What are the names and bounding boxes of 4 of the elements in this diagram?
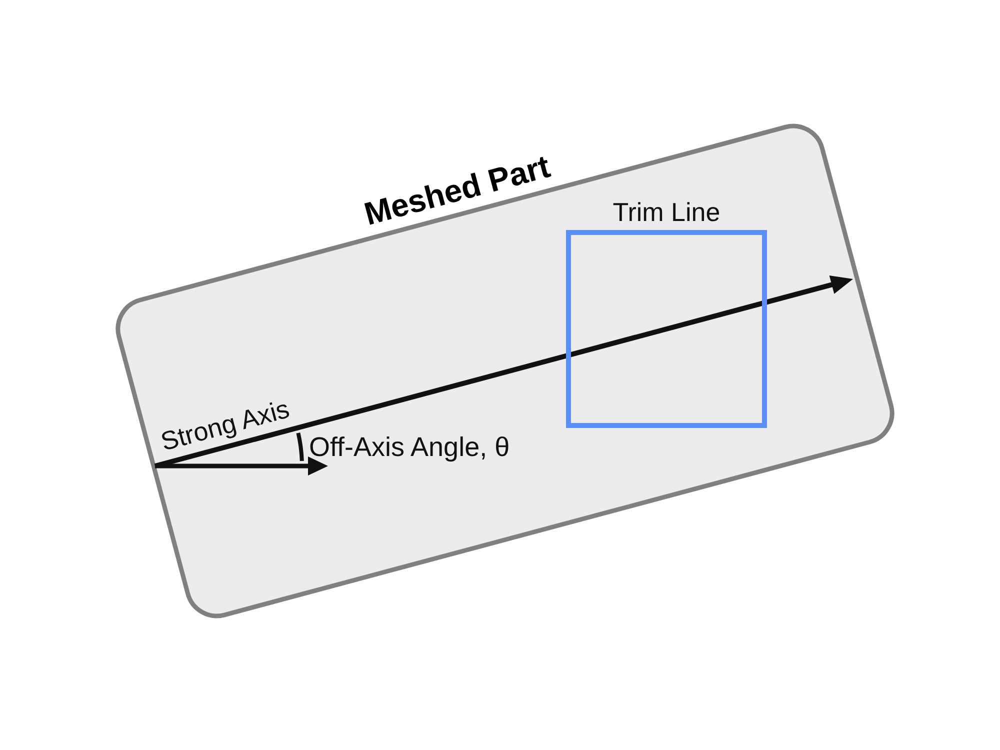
axis-label: Strong Axis bbox=[158, 395, 292, 455]
trim-line-label: Trim Line bbox=[612, 199, 720, 225]
part-title: Meshed Part bbox=[360, 150, 554, 230]
angle-label: Off-Axis Angle, θ bbox=[309, 434, 510, 461]
